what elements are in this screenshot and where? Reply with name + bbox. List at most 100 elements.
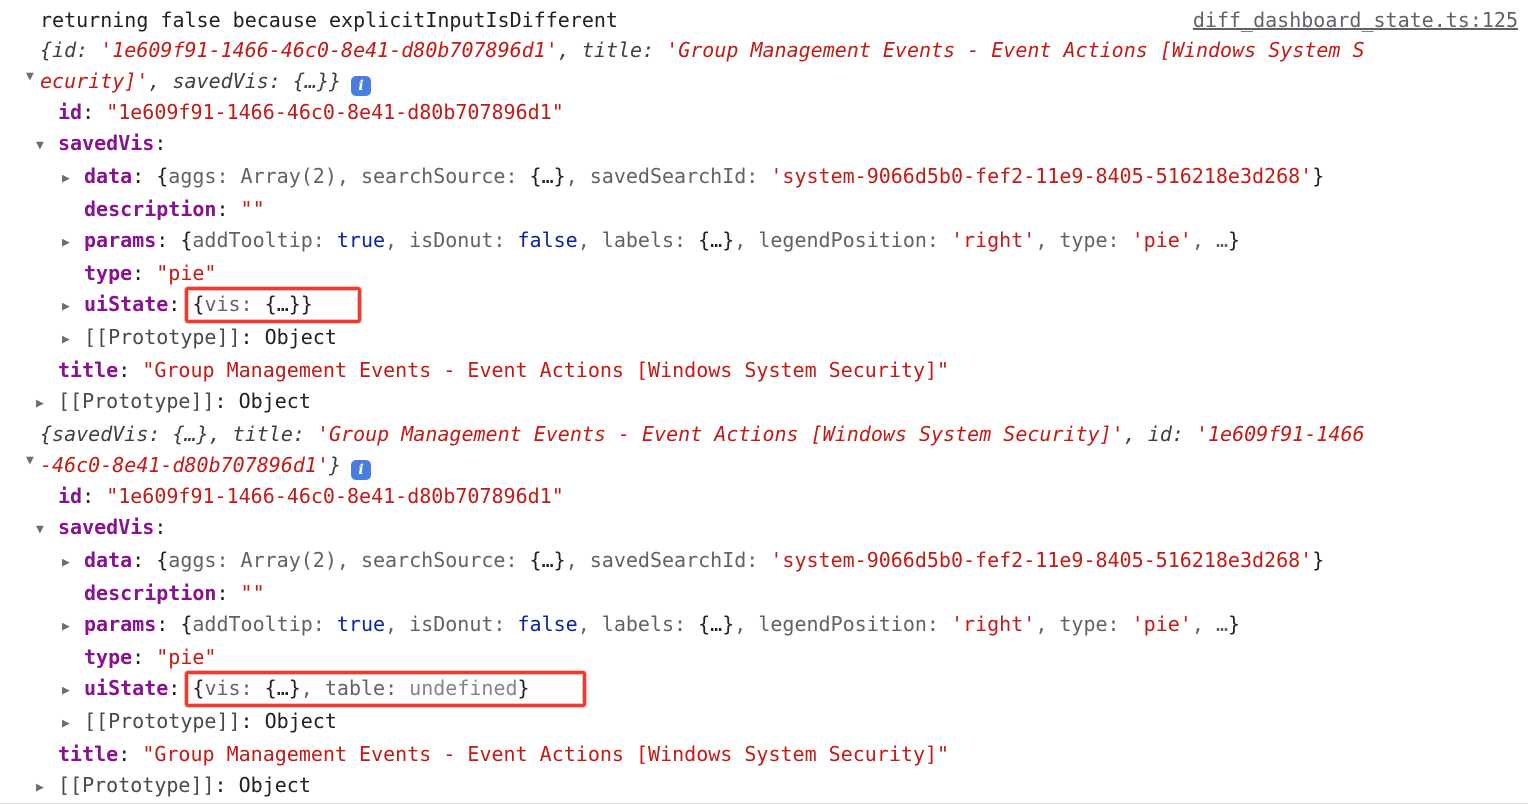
info-icon[interactable]: i [351, 460, 372, 480]
triangle-down-icon[interactable]: ▼ [36, 522, 44, 537]
plain-text: : { [132, 548, 169, 572]
plain-text: {…} [698, 612, 735, 636]
console-log-row: returning false because explicitInputIsD… [0, 5, 1528, 35]
plain-text: } [1227, 228, 1241, 252]
string-value: 'system-9066d5b0-fef2-11e9-8405-516218e3… [770, 548, 1313, 572]
object-preview-line: -46c0-8e41-d80b707896d1'}i [40, 450, 1528, 481]
triangle-right-icon[interactable]: ▶ [62, 716, 70, 731]
tree-row: ▶uiState: {vis: {…}} [0, 289, 1528, 322]
object-preview-row[interactable]: ▼ {id: '1e609f91-1466-46c0-8e41-d80b70789… [0, 35, 1528, 97]
tree-row: ▶[[Prototype]]: Object [0, 322, 1528, 355]
boolean-value: true [336, 612, 386, 636]
object-preview-row[interactable]: ▼ {savedVis: {…}, title: 'Group Managemen… [0, 419, 1528, 481]
triangle-right-icon[interactable]: ▶ [62, 619, 70, 634]
object-preview-text: , isDonut: [385, 612, 518, 636]
tree-row: ▶params: {addTooltip: true, isDonut: fal… [0, 609, 1528, 642]
annotation-box: {vis: {…}} [192, 292, 312, 316]
preview-key: , id: [1123, 422, 1196, 446]
object-preview-text: vis: [204, 292, 265, 316]
property-name: data [84, 548, 133, 572]
triangle-right-icon[interactable]: ▶ [62, 171, 70, 186]
triangle-right-icon[interactable]: ▶ [62, 555, 70, 570]
triangle-right-icon[interactable]: ▶ [62, 235, 70, 250]
object-preview-text: addTooltip: [192, 612, 337, 636]
tree-row: ▶data: {aggs: Array(2), searchSource: {…… [0, 545, 1528, 578]
preview-string: '1e609f91-1466 [1195, 422, 1365, 446]
plain-text: : [118, 742, 143, 766]
tree-row: type: "pie" [0, 642, 1528, 673]
string-value: "1e609f91-1466-46c0-8e41-d80b707896d1" [106, 484, 564, 508]
string-value: 'pie' [1131, 228, 1192, 252]
plain-text: Object [238, 773, 311, 797]
plain-text: {…} [264, 676, 301, 700]
triangle-down-icon[interactable]: ▼ [36, 138, 44, 153]
object-preview-text: , … [1191, 612, 1228, 636]
plain-text: { [192, 676, 205, 700]
tree-row: title: "Group Management Events - Event … [0, 355, 1528, 386]
log-message: returning false because explicitInputIsD… [40, 8, 618, 32]
object-preview-text: addTooltip: [192, 228, 337, 252]
tree-row: type: "pie" [0, 258, 1528, 289]
object-preview-text: , savedSearchId: [565, 548, 771, 572]
object-preview-text: aggs: Array(2), searchSource: [168, 164, 530, 188]
string-value: "pie" [156, 261, 217, 285]
boolean-value: false [517, 612, 578, 636]
prototype-label: [[Prototype]] [84, 325, 241, 349]
preview-key: , title: [557, 38, 667, 62]
object-preview-text: , labels: [577, 228, 699, 252]
triangle-right-icon[interactable]: ▶ [36, 780, 44, 795]
tree-row: title: "Group Management Events - Event … [0, 739, 1528, 770]
plain-text: } [1312, 548, 1325, 572]
plain-text: { [192, 292, 205, 316]
tree-row: id: "1e609f91-1466-46c0-8e41-d80b707896d… [0, 97, 1528, 128]
plain-text: {…}} [264, 292, 313, 316]
preview-key: , savedVis: [148, 69, 293, 93]
string-value: 'system-9066d5b0-fef2-11e9-8405-516218e3… [770, 164, 1313, 188]
string-value: 'right' [951, 612, 1036, 636]
triangle-right-icon[interactable]: ▶ [62, 299, 70, 314]
string-value: "Group Management Events - Event Actions… [142, 358, 950, 382]
string-value: "1e609f91-1466-46c0-8e41-d80b707896d1" [106, 100, 564, 124]
object-preview-text: , … [1191, 228, 1228, 252]
plain-text: : [154, 131, 167, 155]
plain-text: } [1227, 612, 1241, 636]
preview-key: {id: [40, 38, 101, 62]
object-preview-line: {id: '1e609f91-1466-46c0-8e41-d80b707896… [40, 35, 1528, 66]
triangle-right-icon[interactable]: ▶ [62, 332, 70, 347]
source-location-link[interactable]: diff_dashboard_state.ts:125 [1192, 8, 1518, 32]
property-name: description [84, 197, 217, 221]
tree-row: description: "" [0, 194, 1528, 225]
prototype-label: [[Prototype]] [84, 709, 241, 733]
object-preview-line: ecurity]', savedVis: {…}}i [40, 66, 1528, 97]
object-preview-text: , type: [1035, 612, 1132, 636]
property-name: savedVis [58, 515, 155, 539]
object-preview-text: , legendPosition: [734, 228, 952, 252]
plain-text: Object [238, 389, 311, 413]
property-name: id [58, 484, 83, 508]
object-preview-text: , labels: [577, 612, 699, 636]
boolean-value: true [336, 228, 386, 252]
console-entries: ▼{id: '1e609f91-1466-46c0-8e41-d80b70789… [0, 35, 1528, 803]
tree-row: ▶[[Prototype]]: Object [0, 706, 1528, 739]
plain-text: } [1312, 164, 1325, 188]
property-name: title [58, 358, 119, 382]
preview-string: -46c0-8e41-d80b707896d1' [40, 453, 329, 477]
plain-text: Object [264, 709, 337, 733]
plain-text: : { [156, 228, 193, 252]
triangle-down-icon[interactable]: ▼ [26, 453, 34, 468]
preview-string: '1e609f91-1466-46c0-8e41-d80b707896d1' [100, 38, 558, 62]
annotation-box: {vis: {…}, table: undefined} [192, 676, 529, 700]
preview-key: {…} [172, 422, 209, 446]
property-name: type [84, 261, 133, 285]
triangle-right-icon[interactable]: ▶ [36, 396, 44, 411]
plain-text: : [154, 515, 167, 539]
triangle-down-icon[interactable]: ▼ [26, 69, 34, 84]
object-preview-text: aggs: Array(2), searchSource: [168, 548, 530, 572]
plain-text: : [168, 292, 193, 316]
property-name: title [58, 742, 119, 766]
object-preview-line: {savedVis: {…}, title: 'Group Management… [40, 419, 1528, 450]
object-preview-text: , legendPosition: [734, 612, 952, 636]
plain-text: : { [156, 612, 193, 636]
triangle-right-icon[interactable]: ▶ [62, 683, 70, 698]
info-icon[interactable]: i [351, 76, 372, 96]
